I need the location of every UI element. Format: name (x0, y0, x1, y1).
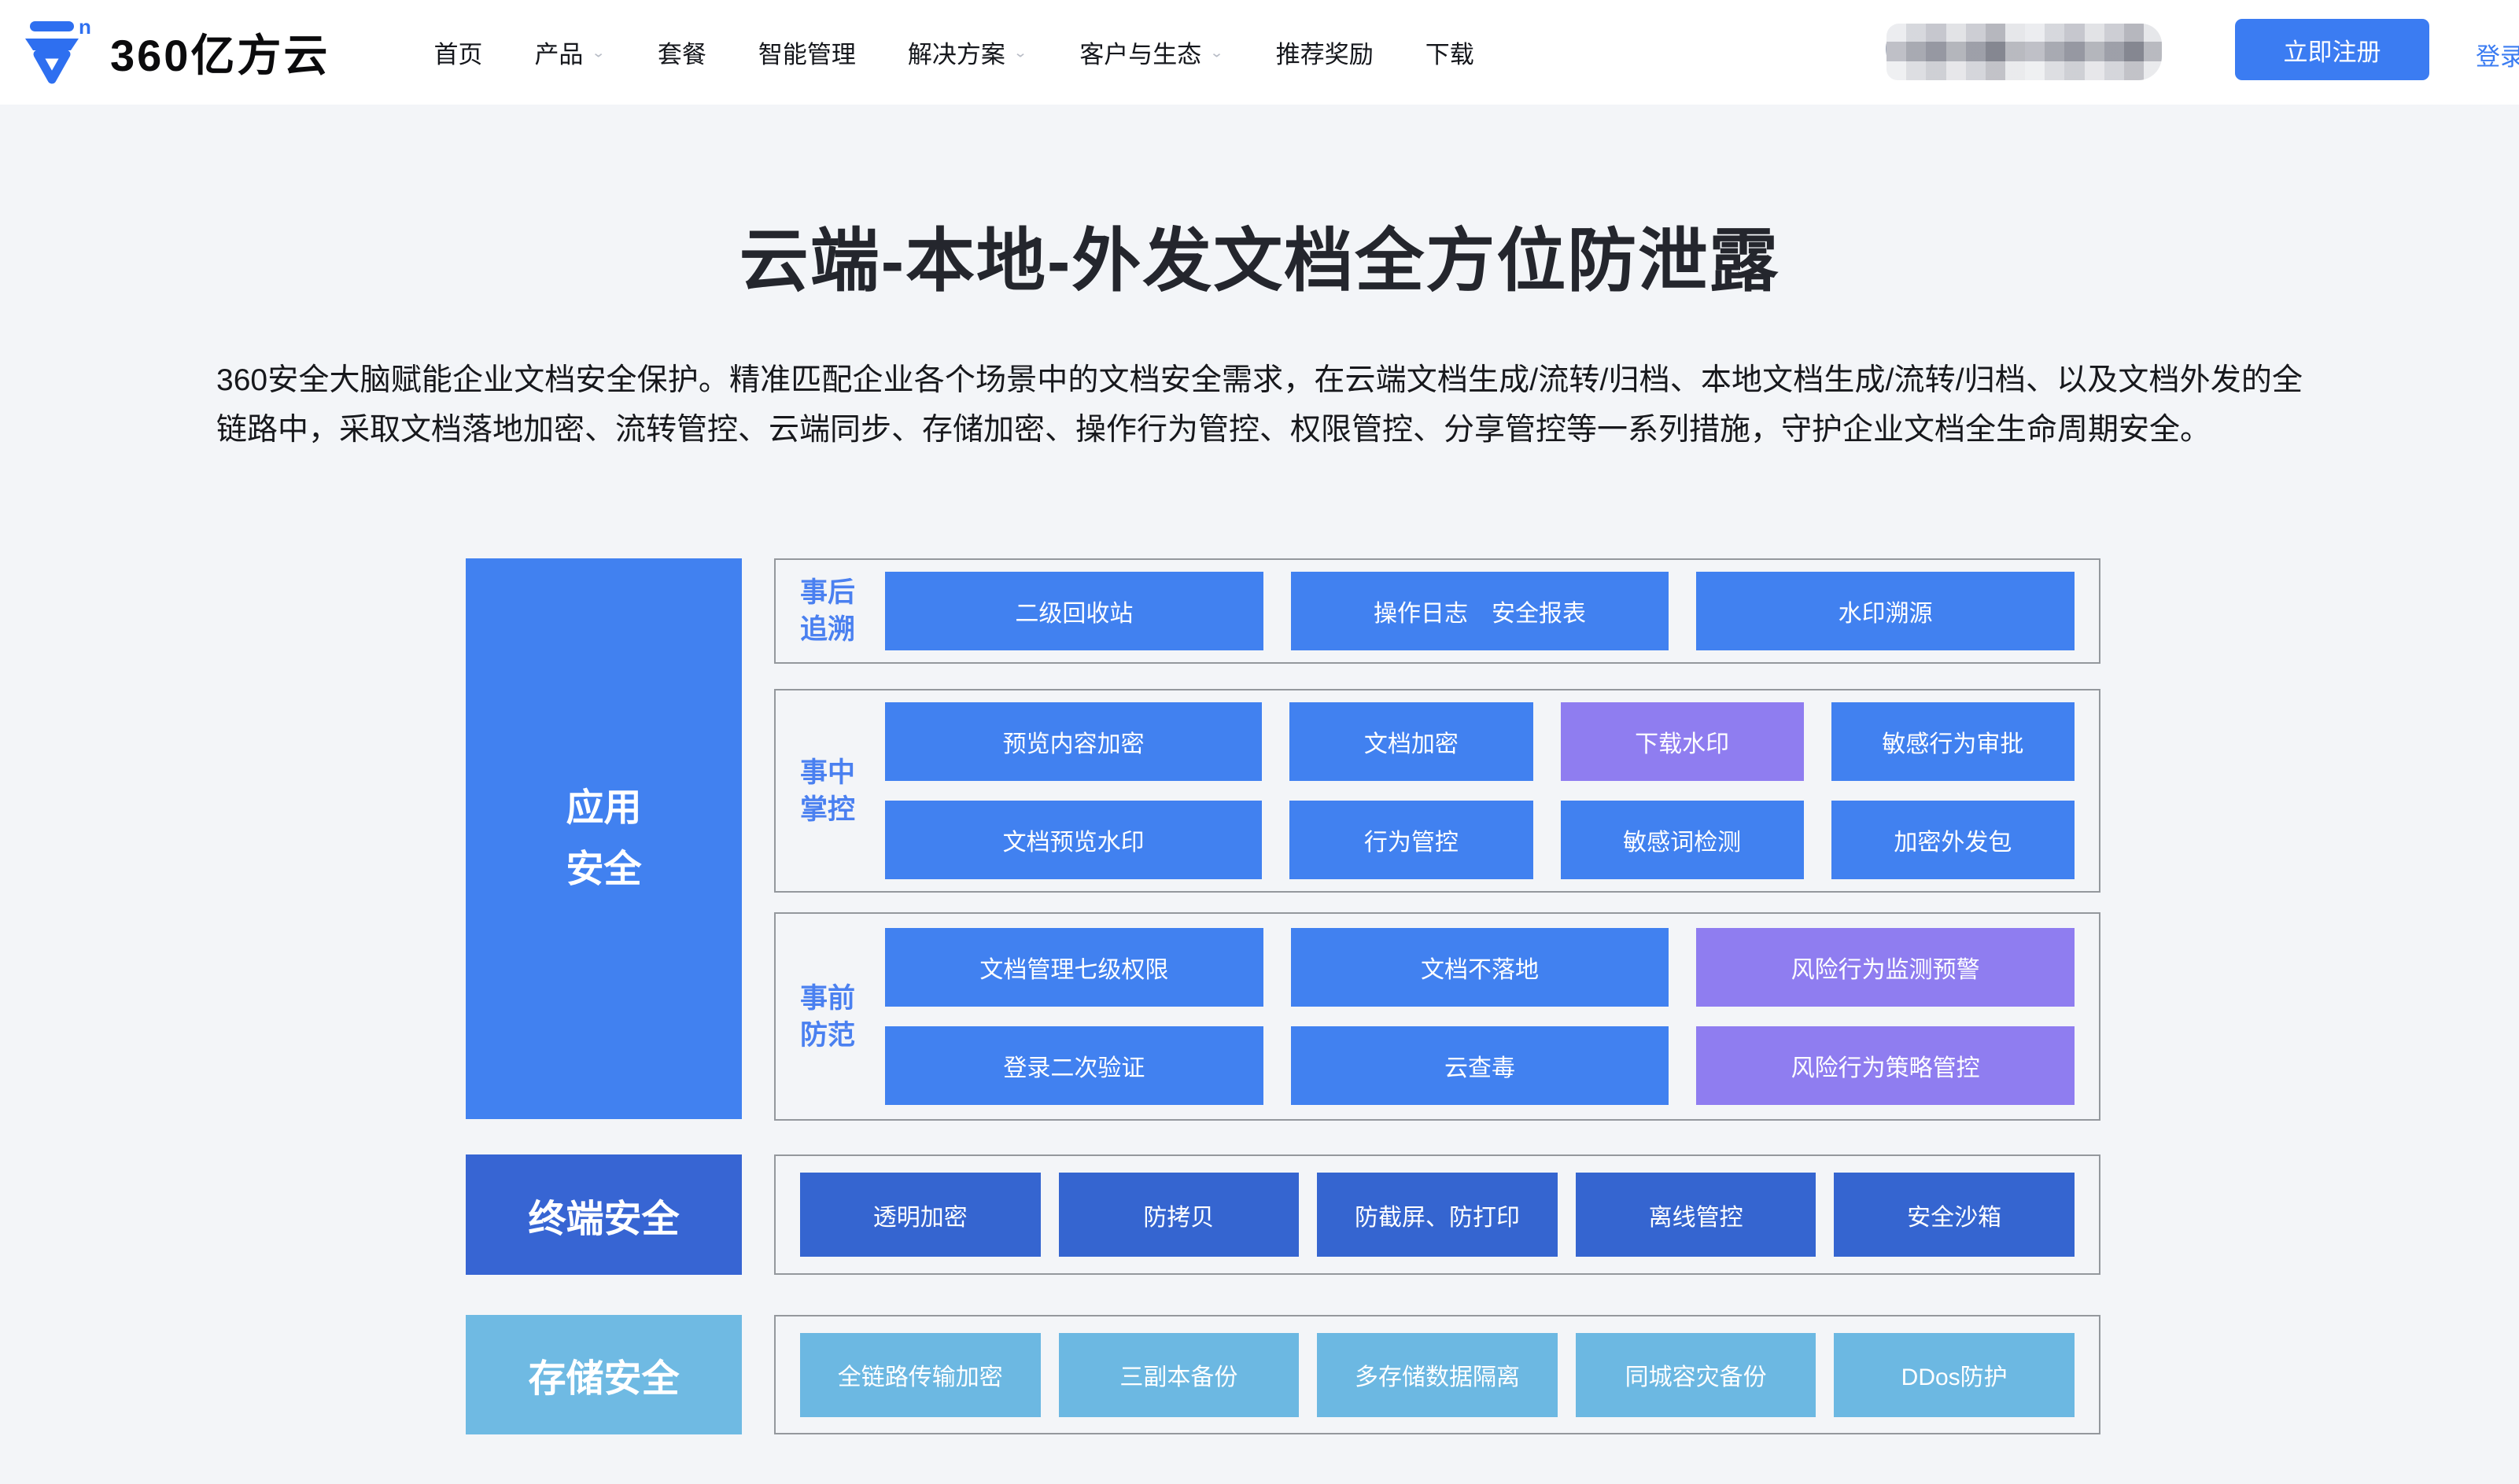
feature-box: 云查毒 (1290, 1026, 1669, 1105)
group-terminal-security-features: 透明加密 防拷贝 防截屏、防打印 离线管控 安全沙箱 (774, 1154, 2100, 1275)
category-terminal-security: 终端安全 (466, 1154, 742, 1275)
group-label: 事后追溯 (800, 577, 856, 645)
feature-box: 安全沙箱 (1834, 1173, 2075, 1257)
nav-item-plans[interactable]: 套餐 (658, 35, 706, 70)
main-menu: 首页 产品 ⌄ 套餐 智能管理 解决方案 ⌄ 客户与生态 ⌄ 推荐奖励 下载 (433, 35, 1473, 70)
group-post-event-tracing: 事后追溯 二级回收站 操作日志 安全报表 水印溯源 (774, 558, 2100, 664)
nav-item-label: 产品 (534, 41, 584, 68)
nav-item-label: 智能管理 (758, 41, 856, 68)
feature-box: 文档加密 (1289, 702, 1533, 781)
nav-item-solutions[interactable]: 解决方案 ⌄ (908, 35, 1027, 70)
feature-box: 防截屏、防打印 (1317, 1173, 1558, 1257)
feature-box: 风险行为策略管控 (1696, 1026, 2075, 1105)
feature-box: 操作日志 安全报表 (1290, 572, 1669, 650)
feature-box: 离线管控 (1575, 1173, 1816, 1257)
feature-box: 文档管理七级权限 (885, 928, 1263, 1007)
nav-item-label: 推荐奖励 (1275, 41, 1374, 68)
feature-box: 登录二次验证 (885, 1026, 1263, 1105)
feature-box: 加密外发包 (1831, 801, 2075, 879)
feature-box: 全链路传输加密 (800, 1332, 1041, 1417)
feature-box: 水印溯源 (1696, 572, 2075, 650)
nav-item-label: 解决方案 (907, 41, 1005, 68)
group-in-event-control: 事中掌控 预览内容加密 文档加密 下载水印 敏感行为审批 文档预览水印 行为管控… (774, 689, 2100, 893)
category-label: 应用安全 (566, 786, 642, 890)
feature-box: 风险行为监测预警 (1696, 928, 2075, 1007)
nav-item-smart-management[interactable]: 智能管理 (758, 35, 856, 70)
nav-item-products[interactable]: 产品 ⌄ (534, 35, 605, 70)
brand-logo[interactable]: n 360亿方云 (20, 13, 330, 92)
feature-box: 敏感词检测 (1560, 801, 1804, 879)
feature-box: 下载水印 (1560, 702, 1804, 781)
nav-item-label: 客户与生态 (1079, 41, 1202, 68)
category-label: 终端安全 (528, 1198, 680, 1240)
category-application-security: 应用安全 (466, 558, 742, 1119)
group-storage-security-features: 全链路传输加密 三副本备份 多存储数据隔离 同城容灾备份 DDos防护 (774, 1315, 2100, 1434)
phone-number-redacted (1886, 24, 2162, 80)
feature-box: 同城容灾备份 (1575, 1332, 1816, 1417)
category-storage-security: 存储安全 (466, 1315, 742, 1434)
svg-text:n: n (79, 15, 91, 39)
nav-item-customers-ecosystem[interactable]: 客户与生态 ⌄ (1079, 35, 1223, 70)
page-title: 云端-本地-外发文档全方位防泄露 (739, 222, 1780, 300)
nav-item-label: 首页 (433, 41, 483, 68)
hero-description: 360安全大脑赋能企业文档安全保护。精准匹配企业各个场景中的文档安全需求，在云端… (216, 363, 2303, 447)
chevron-down-icon: ⌄ (1012, 44, 1028, 61)
nav-item-home[interactable]: 首页 (433, 35, 482, 70)
nav-item-label: 下载 (1425, 41, 1474, 68)
security-architecture-diagram: 应用安全 终端安全 存储安全 事后追溯 二级回收站 操作日志 安全报表 水印溯源… (466, 558, 2100, 1435)
category-label: 存储安全 (528, 1358, 680, 1400)
feature-box: 透明加密 (800, 1173, 1041, 1257)
chevron-down-icon: ⌄ (1209, 44, 1224, 61)
feature-box: 预览内容加密 (885, 702, 1263, 781)
login-link[interactable]: 登录 (2476, 43, 2519, 71)
group-label: 事中掌控 (800, 757, 856, 825)
nav-item-referral-rewards[interactable]: 推荐奖励 (1276, 35, 1374, 70)
feature-box: 行为管控 (1289, 801, 1533, 879)
top-navigation-bar: n 360亿方云 首页 产品 ⌄ 套餐 智能管理 解决方案 ⌄ 客户与生态 ⌄ … (0, 0, 2519, 105)
group-label: 事前防范 (800, 982, 856, 1051)
brand-logo-text: 360亿方云 (110, 31, 330, 80)
register-button[interactable]: 立即注册 (2235, 19, 2429, 80)
feature-box: 防拷贝 (1058, 1173, 1300, 1257)
feature-box: 文档不落地 (1290, 928, 1669, 1007)
feature-box: 二级回收站 (885, 572, 1263, 650)
nav-item-download[interactable]: 下载 (1425, 35, 1474, 70)
feature-box: 文档预览水印 (885, 801, 1263, 879)
feature-box: 三副本备份 (1058, 1332, 1300, 1417)
feature-box: 敏感行为审批 (1831, 702, 2075, 781)
shield-pen-icon: n (25, 15, 91, 83)
feature-box: DDos防护 (1834, 1332, 2075, 1417)
feature-box: 多存储数据隔离 (1317, 1332, 1558, 1417)
chevron-down-icon: ⌄ (591, 44, 606, 61)
nav-item-label: 套餐 (657, 41, 706, 68)
group-pre-event-prevention: 事前防范 文档管理七级权限 文档不落地 风险行为监测预警 登录二次验证 云查毒 … (774, 912, 2100, 1121)
